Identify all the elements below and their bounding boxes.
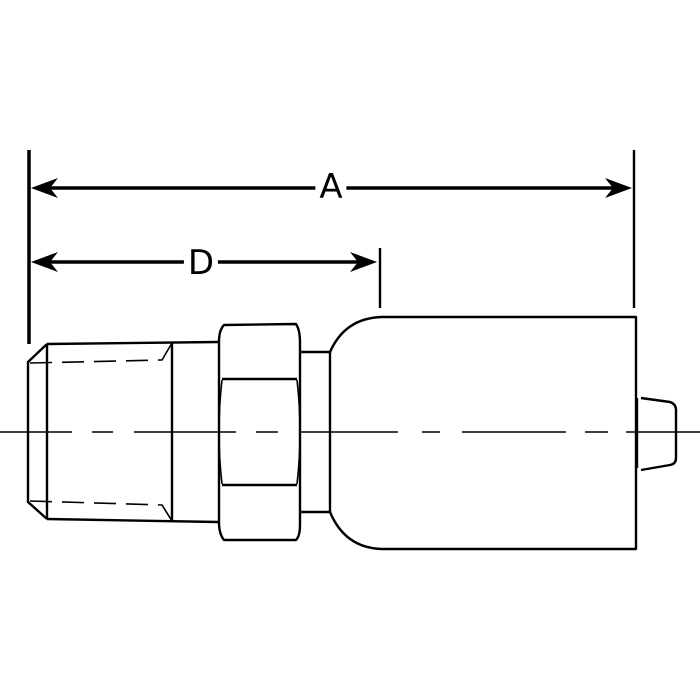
arrow-left-icon	[31, 178, 58, 198]
stub-outline	[640, 396, 678, 472]
extension-lines	[27, 150, 636, 344]
dimension-label-d: D	[183, 246, 219, 280]
arrow-left-icon	[31, 252, 58, 272]
hose-stub	[635, 396, 678, 472]
hex-outline	[217, 322, 302, 542]
dimension-label-a: A	[315, 170, 347, 204]
arrow-right-icon	[605, 178, 632, 198]
thread-bottom-edge	[46, 517, 219, 524]
thread-root-top-hidden	[29, 342, 173, 364]
arrow-right-icon	[350, 252, 377, 272]
shell-outline	[328, 315, 638, 551]
hex-corner-right	[296, 379, 301, 485]
thread-root-bottom-hidden	[29, 500, 173, 522]
thread-top-edge	[46, 340, 219, 346]
crimp-shell	[328, 315, 638, 551]
